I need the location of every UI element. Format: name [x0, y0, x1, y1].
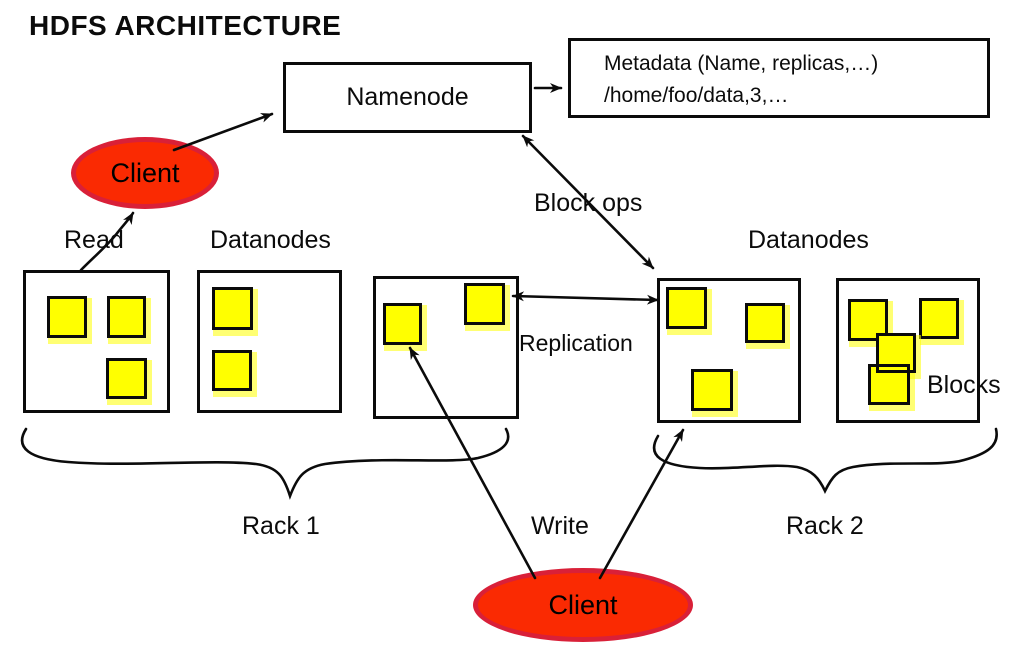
- rack2-label: Rack 2: [786, 512, 864, 540]
- block: [383, 303, 422, 345]
- block-outline: [876, 333, 916, 373]
- read-label: Read: [64, 226, 124, 254]
- block-outline: [868, 364, 910, 405]
- block: [47, 296, 87, 338]
- block: [106, 358, 147, 399]
- block: [919, 298, 959, 339]
- blocks-label: Blocks: [927, 371, 1001, 399]
- replication-label: Replication: [519, 330, 633, 356]
- block: [212, 287, 253, 330]
- block: [464, 283, 505, 325]
- rack1-datanode-1: [23, 270, 170, 413]
- metadata-line-2: /home/foo/data,3,…: [604, 83, 789, 107]
- arrow-write-right: [598, 428, 685, 580]
- rack2-brace: [652, 427, 998, 494]
- block: [212, 350, 252, 391]
- client-bottom-label: Client: [548, 589, 618, 620]
- block: [691, 369, 733, 411]
- write-label: Write: [531, 512, 589, 540]
- client-ellipse-top: Client: [71, 137, 219, 209]
- client-top-label: Client: [110, 157, 180, 188]
- client-ellipse-bottom: Client: [473, 568, 693, 642]
- diagram-title: HDFS ARCHITECTURE: [29, 10, 342, 41]
- block: [666, 287, 707, 329]
- namenode-box: Namenode: [283, 62, 532, 133]
- arrow-replication: [511, 291, 660, 305]
- block-ops-label: Block ops: [534, 189, 643, 217]
- metadata-box: Metadata (Name, replicas,…) /home/foo/da…: [568, 38, 990, 118]
- datanodes-label-right: Datanodes: [748, 226, 869, 254]
- block: [107, 296, 146, 338]
- rack1-label: Rack 1: [242, 512, 320, 540]
- datanodes-label-left: Datanodes: [210, 226, 331, 254]
- metadata-line-1: Metadata (Name, replicas,…): [604, 52, 879, 75]
- namenode-label: Namenode: [346, 83, 469, 111]
- rack1-brace: [20, 427, 510, 500]
- block: [745, 303, 785, 343]
